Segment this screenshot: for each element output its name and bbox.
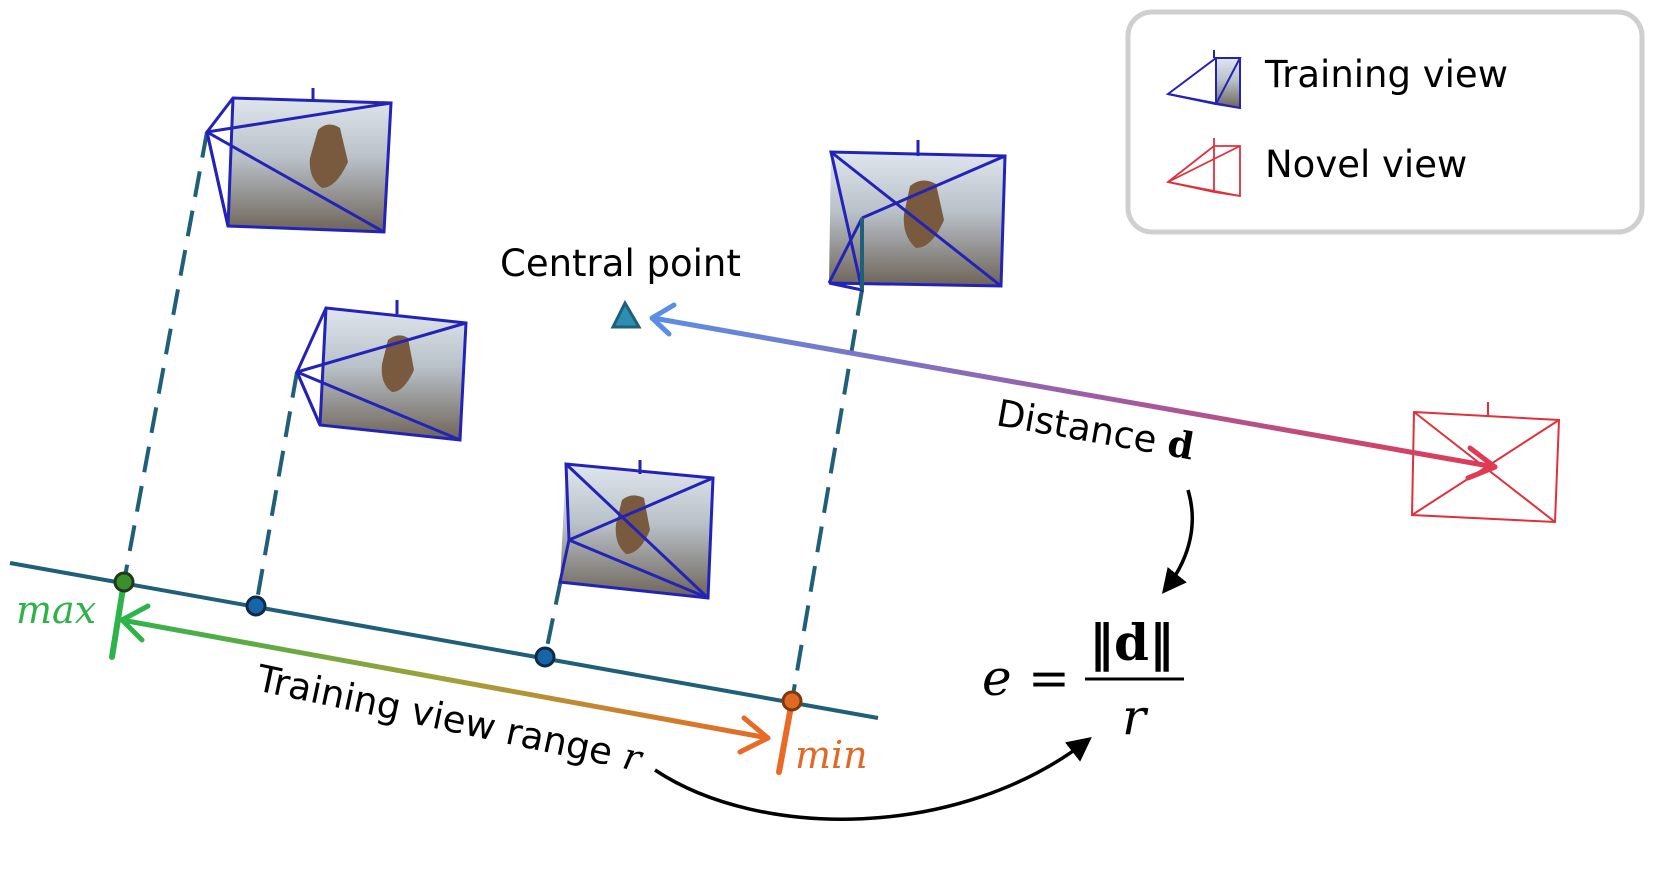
legend-training-label: Training view: [1264, 53, 1508, 96]
legend-novel-label: Novel view: [1265, 143, 1467, 186]
range-to-formula-arrow: [654, 736, 1092, 821]
min-point: [781, 690, 803, 712]
distance-prefix: Distance: [993, 392, 1171, 464]
distance-to-formula-arrow: [1161, 489, 1194, 594]
legend-box: [1125, 9, 1645, 235]
training-camera-4: [827, 140, 1007, 292]
central-point-label: Central point: [500, 242, 741, 285]
axis-point-2: [245, 595, 267, 617]
max-tick: [109, 579, 127, 660]
projection-line-2: [254, 371, 299, 607]
training-camera-3: [558, 460, 715, 600]
range-arrow: [119, 603, 771, 755]
distance-arrow: [649, 302, 1498, 481]
training-camera-2: [295, 300, 468, 442]
max-point: [113, 571, 135, 593]
projection-line-4: [790, 289, 864, 702]
legend-novel-icon: [1165, 138, 1241, 198]
min-tick: [776, 698, 795, 775]
min-label: min: [795, 733, 868, 777]
training-camera-1: [205, 88, 393, 234]
formula-denominator: r: [1122, 688, 1149, 746]
projection-line-1: [122, 131, 209, 583]
axis-point-3: [534, 646, 556, 668]
formula-numerator: ‖d‖: [1089, 613, 1174, 673]
legend-training-icon: [1165, 50, 1242, 110]
distance-label: Distance d: [993, 391, 1197, 469]
formula-lhs: e: [982, 649, 1012, 707]
formula-equals: =: [1028, 649, 1070, 707]
formula: e = ‖d‖ r: [982, 613, 1184, 746]
range-prefix: Training view range: [252, 657, 628, 777]
max-label: max: [16, 588, 96, 632]
legend: Training view Novel view: [1125, 9, 1645, 235]
central-point-marker: [610, 299, 642, 329]
range-label: Training view range r: [252, 657, 647, 781]
axis-line: [9, 561, 879, 720]
